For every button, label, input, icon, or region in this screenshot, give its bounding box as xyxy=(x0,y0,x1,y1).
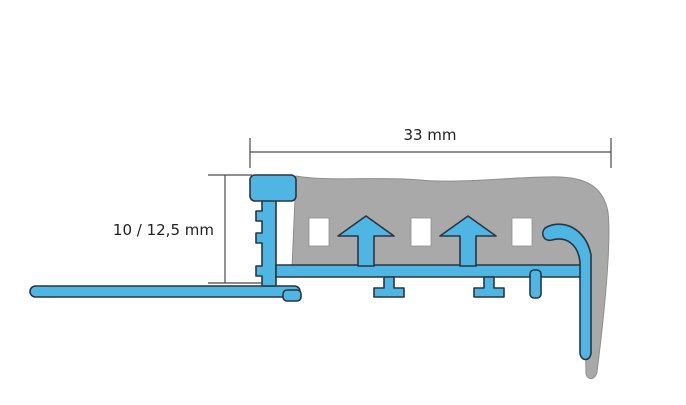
clip-leg-3 xyxy=(529,269,542,299)
width-label: 33 mm xyxy=(403,126,456,144)
height-label: 10 / 12,5 mm xyxy=(113,221,214,239)
tread-cavity-3 xyxy=(511,217,533,247)
riser-top-cap xyxy=(249,174,297,202)
clip-leg-2 xyxy=(473,276,505,298)
clip-leg-1 xyxy=(373,276,405,298)
anchor-arrow-1 xyxy=(337,215,395,267)
width-dimension: 33 mm xyxy=(249,126,612,168)
aluminium-profile xyxy=(29,174,592,361)
tread-cavity-1 xyxy=(308,217,330,247)
riser-with-teeth xyxy=(255,194,277,287)
tread-cavity-2 xyxy=(410,217,432,247)
base-flange xyxy=(29,285,301,298)
anchor-arrow-2 xyxy=(439,215,497,267)
flange-foot xyxy=(282,289,302,302)
height-dimension: 10 / 12,5 mm xyxy=(113,174,262,284)
front-nose-curve xyxy=(542,223,592,361)
